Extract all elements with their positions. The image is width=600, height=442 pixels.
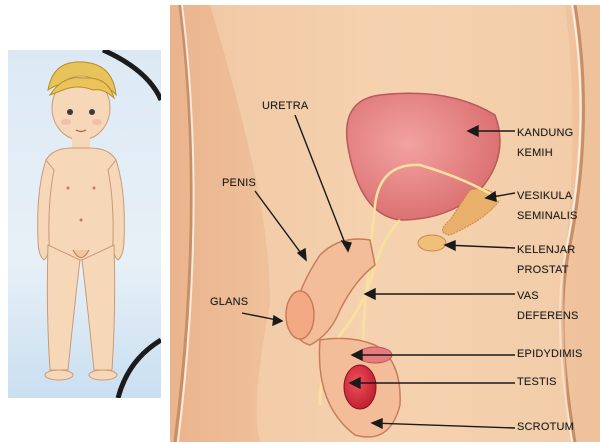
label-testis: TESTIS (517, 376, 557, 388)
label-uretra: URETRA (262, 100, 308, 112)
label-glans: GLANS (210, 296, 248, 308)
child-figure (8, 50, 161, 398)
label-vas-deferens: VAS DEFERENS (517, 286, 579, 326)
label-epidydimis: EPIDYDIMIS (517, 348, 583, 360)
label-penis: PENIS (222, 177, 256, 189)
child-illustration-panel (8, 50, 161, 398)
label-vesikula-seminalis: VESIKULA SEMINALIS (517, 186, 578, 226)
reproductive-anatomy-diagram: URETRA PENIS GLANS KANDUNG KEMIH VESIKUL… (170, 5, 600, 442)
label-kelenjar-prostat: KELENJAR PROSTAT (517, 240, 575, 280)
label-kandung-kemih: KANDUNG KEMIH (517, 123, 573, 163)
label-scrotum: SCROTUM (517, 421, 574, 433)
